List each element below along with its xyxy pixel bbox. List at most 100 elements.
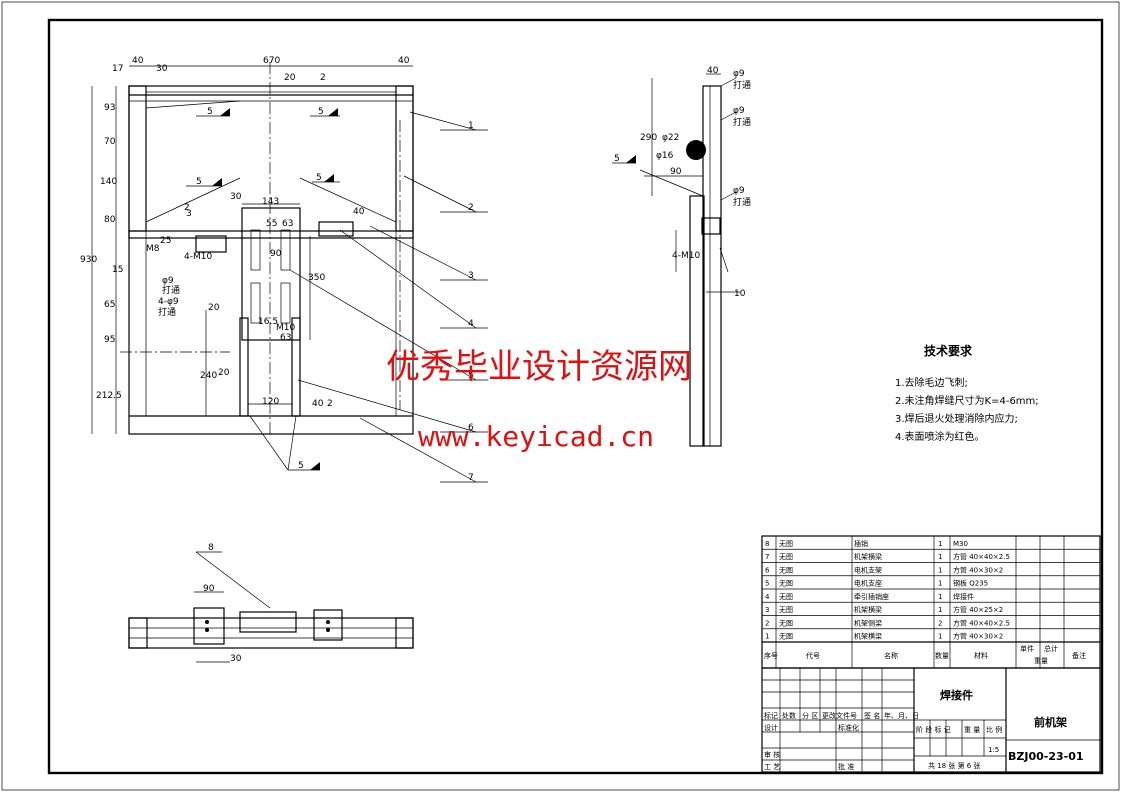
dim-4-phi9: 4-φ9 — [158, 297, 179, 307]
dim-30-mid: 30 — [230, 192, 242, 202]
dim-143: 143 — [262, 197, 279, 207]
bom-header-single: 单件 — [1020, 644, 1034, 653]
side-dim-4-m10: 4-M10 — [672, 251, 700, 261]
dim-m10: M10 — [276, 323, 295, 333]
dim-90: 90 — [270, 249, 282, 259]
inner-frame — [47, 18, 1104, 775]
bom-header-qty: 数量 — [935, 651, 949, 660]
side-dim-dakong-b: 打通 — [733, 116, 751, 128]
dim-2-top: 2 — [320, 73, 326, 83]
bom-cell-qty: 1 — [938, 566, 942, 574]
bom-cell-code: 无图 — [779, 540, 793, 548]
watermark-cn: 优秀毕业设计资源网 — [386, 347, 692, 387]
dim-930: 930 — [80, 255, 97, 265]
requirements-title: 技术要求 — [924, 343, 973, 358]
label-scale: 比 例 — [986, 725, 1002, 734]
sheet-count: 共 18 张 第 6 张 — [928, 761, 981, 770]
balloon-3: 3 — [468, 271, 474, 281]
bom-cell-name: 牵引插销座 — [854, 592, 889, 601]
dim-2-low: 2 — [327, 399, 333, 409]
bom-cell-mat: 方管 40×30×2 — [953, 565, 1003, 574]
dim-20-mid: 20 — [208, 303, 220, 313]
bom-header-weight: 重量 — [1034, 657, 1048, 665]
bom-cell-no: 2 — [765, 619, 769, 627]
side-dim-dakong-c: 打通 — [733, 196, 751, 208]
balloon-1: 1 — [468, 121, 474, 131]
dim-55: 55 — [266, 219, 277, 229]
requirement-item: 2.未注角焊缝尺寸为K=4-6mm; — [895, 394, 1039, 407]
side-view — [639, 73, 740, 447]
dim-16-5: 16.5 — [258, 317, 278, 327]
dim-240: 240 — [200, 371, 217, 381]
label-design: 设计 — [764, 723, 778, 732]
bom-cell-qty: 1 — [938, 580, 942, 588]
drawing-number: BZJ00-23-01 — [1008, 750, 1084, 763]
dim-120: 120 — [262, 397, 279, 407]
label-count: 处数 — [782, 711, 796, 720]
dim-80: 80 — [104, 215, 116, 225]
bom-cell-qty: 1 — [938, 553, 942, 561]
front-view — [91, 62, 414, 436]
dim-65: 65 — [104, 300, 115, 310]
bom-cell-code: 无图 — [779, 580, 793, 588]
dim-40-low: 40 — [312, 399, 324, 409]
label-zone: 分 区 — [802, 711, 818, 720]
dim-25: 25 — [160, 236, 171, 246]
bom-cell-name: 机架横梁 — [854, 632, 882, 641]
weld-symbols: 5 5 5 5 5 5 — [186, 107, 636, 471]
requirement-item: 1.去除毛边飞刺; — [895, 376, 968, 389]
label-sign: 签 名 — [864, 711, 880, 720]
label-doc: 更改文件号 — [822, 711, 857, 720]
dim-20-low: 20 — [218, 368, 230, 378]
bom-cell-code: 无图 — [779, 633, 793, 641]
bom-cell-no: 5 — [765, 580, 769, 588]
scale-value: 1:5 — [988, 746, 999, 754]
bom-cell-no: 1 — [765, 633, 769, 641]
dim-15: 15 — [112, 265, 123, 275]
balloon-6: 6 — [468, 423, 474, 433]
dim-350: 350 — [308, 273, 325, 283]
bom-cell-qty: 2 — [938, 619, 942, 627]
dim-95: 95 — [104, 335, 115, 345]
dim-20-top: 20 — [284, 73, 296, 83]
bom-header-mat: 材料 — [974, 651, 988, 660]
weld-5-2: 5 — [318, 107, 324, 117]
balloon-4: 4 — [468, 319, 474, 329]
bottom-dim-30: 30 — [230, 654, 242, 664]
weld-5-6: 5 — [614, 154, 620, 164]
side-dim-phi22: φ22 — [662, 133, 679, 143]
dim-63-top: 63 — [282, 219, 293, 229]
dim-40-right: 40 — [398, 56, 410, 66]
label-stage: 阶 段 标 记 — [916, 725, 951, 734]
dim-70: 70 — [104, 137, 116, 147]
bom-cell-no: 3 — [765, 606, 769, 614]
dim-40-left: 40 — [132, 56, 144, 66]
front-view-dimensions: 40 670 40 17 30 20 2 93 70 140 80 930 15… — [80, 56, 410, 409]
weld-5-1: 5 — [207, 107, 213, 117]
side-dim-dakong-a: 打通 — [733, 79, 751, 91]
side-dim-phi16: φ16 — [656, 151, 674, 161]
dim-3: 3 — [186, 209, 192, 219]
material-label: 焊接件 — [940, 688, 973, 702]
bom-cell-no: 6 — [765, 566, 770, 574]
bom-header-no: 序号 — [764, 651, 778, 660]
label-date: 年、月、日 — [884, 711, 919, 720]
bottom-view — [128, 591, 414, 663]
bom-cell-name: 机架横梁 — [854, 552, 882, 561]
part-balloons: 1 2 3 4 5 6 7 8 — [195, 111, 488, 609]
side-view-dimensions: 40 φ9 打通 φ9 打通 290 φ22 φ16 90 φ9 打通 4-M1… — [640, 66, 751, 299]
label-mark: 标记 — [764, 711, 778, 720]
bom-cell-name: 机架侧梁 — [854, 618, 882, 627]
bom-cell-qty: 1 — [938, 540, 942, 548]
bom-cell-mat: 方管 40×30×2 — [953, 632, 1003, 641]
side-dim-phi9-c: φ9 — [733, 186, 745, 196]
side-dim-40: 40 — [707, 66, 719, 76]
label-review: 审 核 — [764, 750, 780, 759]
label-approve: 批 准 — [838, 762, 854, 771]
bom-cell-code: 无图 — [779, 619, 793, 627]
bom-header-total: 总计 — [1044, 644, 1058, 653]
dim-dakong-2: 打通 — [158, 306, 176, 318]
side-dim-phi9-b: φ9 — [733, 106, 745, 116]
